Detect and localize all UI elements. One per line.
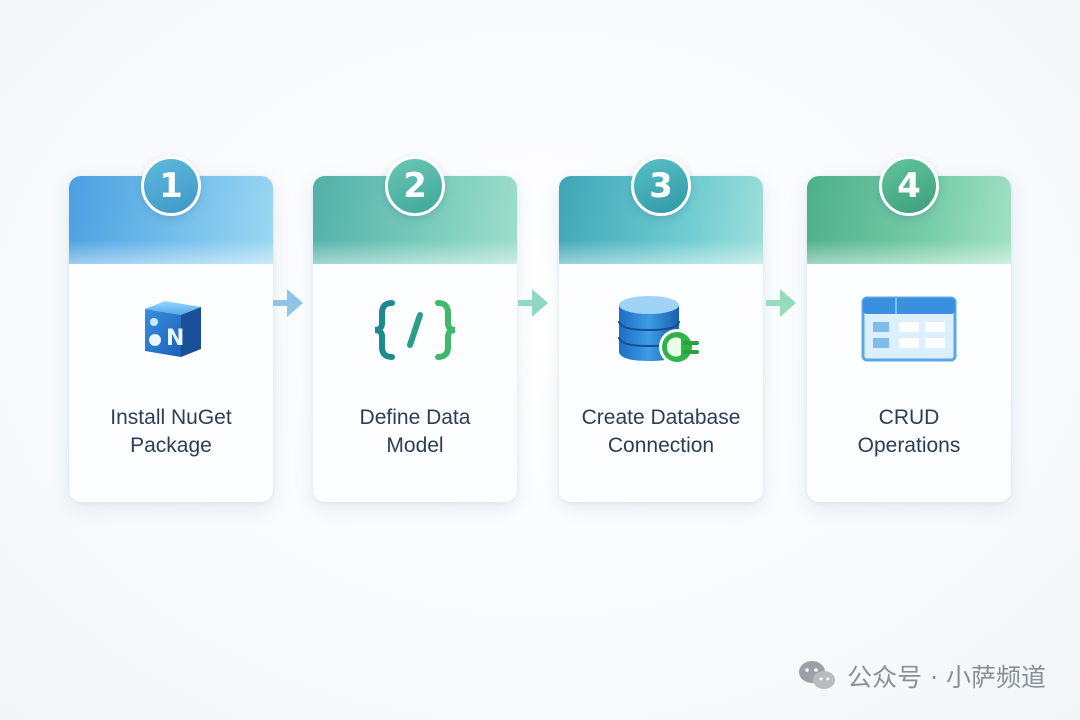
step-label: Create Database Connection: [581, 406, 741, 457]
step-number-badge: 1: [141, 156, 201, 216]
step-card-2: 2 Define Data Model: [313, 156, 517, 502]
arrow-right-icon: [766, 289, 796, 317]
step-number: 3: [649, 166, 673, 206]
step-number-badge: 2: [385, 156, 445, 216]
step-label: Install NuGet Package: [110, 406, 232, 457]
step-number: 1: [159, 166, 183, 206]
step-number: 4: [897, 166, 921, 206]
wechat-icon: [799, 661, 836, 689]
arrow-right-icon: [518, 289, 548, 317]
code-braces-icon: [313, 292, 517, 368]
step-label: CRUD Operations: [857, 406, 961, 457]
watermark: 公众号 · 小萨频道: [797, 658, 1046, 694]
nuget-package-icon: N: [69, 292, 273, 368]
step-card-1: 1 N Install NuGet: [69, 156, 273, 502]
step-card-4: 4 CRUD Operations: [807, 156, 1011, 502]
table-grid-icon: [807, 292, 1011, 368]
step-number-badge: 3: [631, 156, 691, 216]
step-card-3: 3 Create Database Co: [559, 156, 763, 502]
step-number: 2: [403, 166, 427, 206]
svg-text:N: N: [166, 326, 184, 351]
step-label: Define Data Model: [359, 406, 471, 457]
watermark-text: 公众号 · 小萨频道: [847, 663, 1046, 692]
step-number-badge: 4: [879, 156, 939, 216]
database-plug-icon: [559, 292, 763, 368]
arrow-right-icon: [273, 289, 303, 317]
